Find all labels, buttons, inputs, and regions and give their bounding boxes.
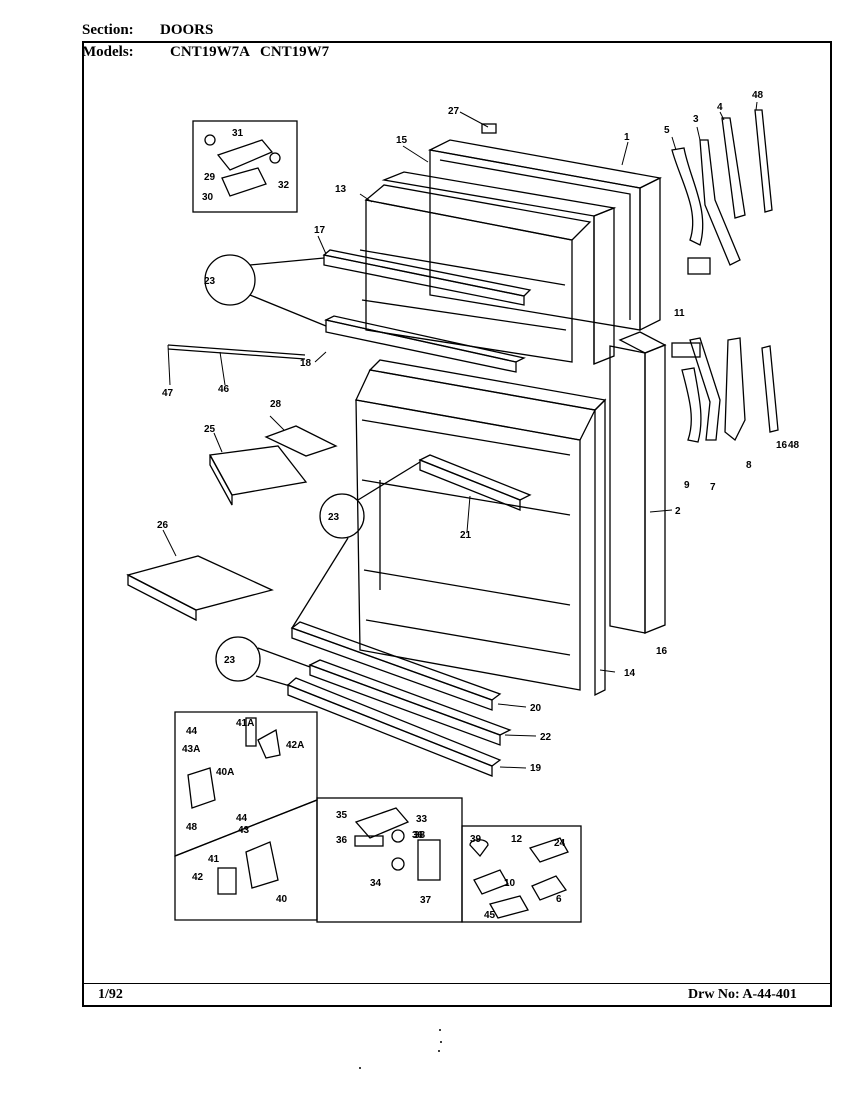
- callout-label: 8: [746, 460, 752, 471]
- callout-label: 26: [157, 520, 169, 531]
- callout-label: 22: [540, 732, 552, 743]
- callout-label: 1: [624, 132, 630, 143]
- callout-label: 12: [511, 834, 523, 845]
- callout-label: 24: [554, 838, 566, 849]
- callout-label: 10: [504, 878, 516, 889]
- callout-label: 41A: [236, 718, 254, 729]
- ice-tray: [126, 555, 274, 622]
- callout-label: 4: [717, 102, 723, 113]
- upper-door-outer: [359, 139, 663, 365]
- drawing-frame: [82, 41, 832, 1007]
- callout-label: 17: [314, 225, 326, 236]
- callout-label: 38: [414, 830, 426, 841]
- callout-label: 16: [776, 440, 788, 451]
- callout-label: 44: [186, 726, 198, 737]
- upper-door-bar-17: [322, 249, 532, 306]
- callout-label: 20: [530, 703, 542, 714]
- callout-label: 36: [412, 830, 424, 841]
- callout-label: 29: [204, 172, 216, 183]
- callout-label: 48: [186, 822, 198, 833]
- model-number: CNT19W7A: [170, 44, 251, 60]
- callout-label: 43: [238, 825, 250, 836]
- callout-label: 46: [218, 384, 230, 395]
- section-label: Section:: [82, 22, 134, 38]
- callout-label: 32: [278, 180, 290, 191]
- callout-label: 28: [270, 399, 282, 410]
- right-hinge-parts: [671, 109, 779, 443]
- part-27-clip: [481, 123, 497, 134]
- scan-marks: [359, 1029, 442, 1069]
- callout-label: 23: [224, 655, 236, 666]
- callout-label: 18: [300, 358, 312, 369]
- seal-detail-top: [204, 254, 327, 327]
- drawing-number: Drw No: A-44-401: [688, 987, 797, 1002]
- callout-label: 21: [460, 530, 472, 541]
- callout-label: 40: [276, 894, 288, 905]
- callout-label: 19: [530, 763, 542, 774]
- callout-label: 14: [624, 668, 636, 679]
- date-code: 1/92: [98, 987, 123, 1002]
- callout-label: 30: [202, 192, 214, 203]
- lower-door-outer: [355, 331, 667, 697]
- lower-door-bar-21: [418, 454, 532, 511]
- section-header: Section: DOORS: [82, 22, 213, 39]
- callout-label: 25: [204, 424, 216, 435]
- callout-label: 9: [684, 480, 690, 491]
- seal-detail-mid: [291, 461, 421, 629]
- rod-46: [167, 344, 306, 360]
- upper-door-bar-18: [324, 315, 526, 373]
- callout-label: 11: [674, 308, 685, 319]
- callout-label: 48: [752, 90, 764, 101]
- callout-label: 6: [556, 894, 562, 905]
- section-value: DOORS: [160, 22, 214, 38]
- callout-label: 41: [208, 854, 220, 865]
- callout-label: 40A: [216, 767, 234, 778]
- callout-label: 34: [370, 878, 382, 889]
- callout-label: 5: [664, 125, 670, 136]
- footer-divider: [84, 983, 830, 984]
- model-number: CNT19W7: [260, 44, 330, 60]
- callout-label: 43A: [182, 744, 200, 755]
- dairy-bin: [208, 445, 308, 506]
- inset-box-top-hinge: [192, 120, 298, 213]
- callout-labels: 1 2 3 4 5 6 7 8 9 10 11 12 13 14 15 16 1…: [157, 90, 800, 921]
- callout-label: 31: [232, 128, 244, 139]
- callout-label: 39: [470, 834, 482, 845]
- callout-label: 37: [420, 895, 432, 906]
- models-label: Models:: [82, 44, 134, 60]
- leader-lines: [162, 101, 758, 769]
- callout-label: 3: [693, 114, 699, 125]
- callout-label: 47: [162, 388, 174, 399]
- crisper-lid: [264, 425, 338, 457]
- callout-label: 48: [788, 440, 800, 451]
- callout-label: 23: [204, 276, 216, 287]
- callout-label: 44: [236, 813, 248, 824]
- callout-label: 15: [396, 135, 408, 146]
- inset-box-misc-parts: [461, 825, 582, 923]
- callout-label: 27: [448, 106, 460, 117]
- callout-label: 23: [328, 512, 340, 523]
- callout-label: 35: [336, 810, 348, 821]
- callout-label: 42A: [286, 740, 304, 751]
- inset-box-center-hinge: [316, 797, 463, 923]
- callout-label: 33: [416, 814, 428, 825]
- callout-label: 42: [192, 872, 204, 883]
- callout-label: 2: [675, 506, 681, 517]
- seal-detail-bottom: [215, 636, 311, 687]
- callout-label: 16: [656, 646, 668, 657]
- callout-label: 13: [335, 184, 347, 195]
- callout-label: 7: [710, 482, 716, 493]
- callout-label: 36: [336, 835, 348, 846]
- lower-door-bars: [286, 621, 512, 777]
- callout-label: 45: [484, 910, 496, 921]
- models-header: Models: CNT19W7A CNT19W7: [82, 44, 339, 61]
